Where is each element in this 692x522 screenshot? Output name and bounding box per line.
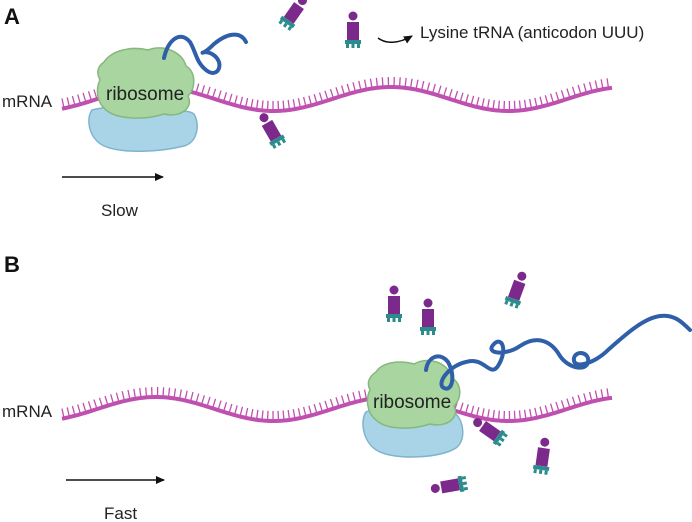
lysine-trna-icon — [429, 475, 469, 498]
trna-legend-label: Lysine tRNA (anticodon UUU) — [420, 23, 644, 42]
lysine-trna-icon — [386, 285, 402, 322]
ribosome-large-subunit-b — [366, 359, 461, 429]
lysine-trna-icon — [503, 269, 531, 310]
panel-a-label: A — [4, 4, 20, 29]
lysine-trna-icon — [420, 298, 436, 335]
panel-b-label: B — [4, 252, 20, 277]
speed-label-fast: Fast — [104, 504, 137, 522]
peptide-chain-a — [162, 32, 248, 75]
legend-arrow — [377, 35, 413, 44]
mrna-teeth-b — [61, 387, 610, 422]
mrna-strand-b — [61, 394, 613, 424]
peptide-chain-b — [424, 313, 692, 391]
lysine-trna-icon — [532, 436, 554, 475]
lysine-trna-icon — [254, 109, 287, 150]
speed-label-slow: Slow — [101, 201, 139, 220]
mrna-label-b: mRNA — [2, 402, 53, 421]
panel-a: A ribosome mRNA Lysine tRNA (anticodon U… — [2, 0, 644, 220]
lysine-trna-icon — [277, 0, 312, 32]
mrna-label-a: mRNA — [2, 92, 53, 111]
ribosome-label-a: ribosome — [106, 84, 184, 105]
ribosome-label-b: ribosome — [373, 392, 451, 413]
ribosome-large-subunit-a — [96, 47, 195, 119]
panel-b: B ribosome mRNA Fast — [2, 252, 692, 522]
lysine-trna-icon — [345, 11, 361, 48]
